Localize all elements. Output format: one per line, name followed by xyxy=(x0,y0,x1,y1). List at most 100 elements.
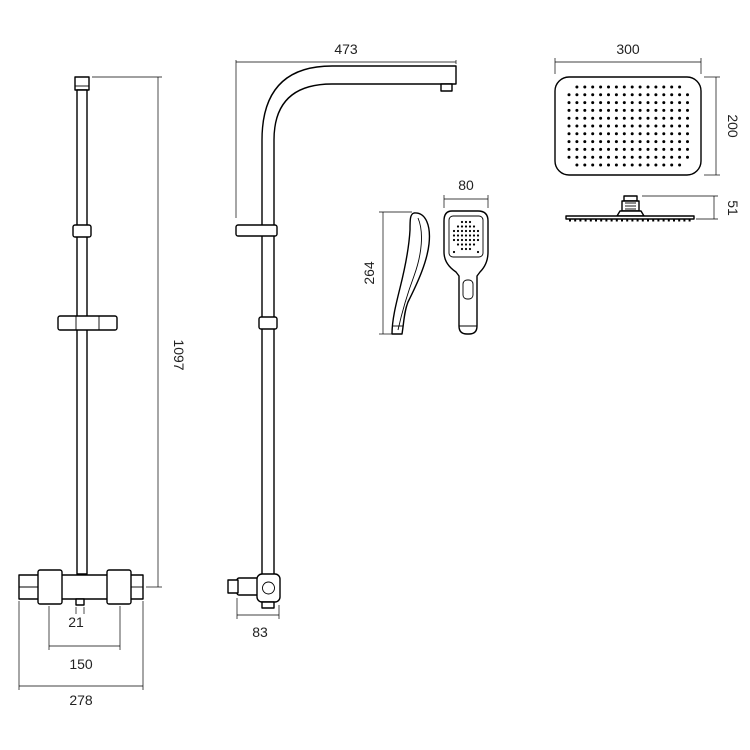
side-nozzle xyxy=(615,219,618,222)
head-width-label: 300 xyxy=(616,41,640,57)
rain-nozzle xyxy=(614,124,618,128)
rain-nozzle xyxy=(599,85,603,89)
handset-nozzle xyxy=(468,234,472,237)
rain-nozzle xyxy=(686,140,689,144)
rain-nozzle xyxy=(575,85,579,89)
rain-nozzle xyxy=(607,155,610,159)
side-nozzle xyxy=(569,219,571,222)
rain-nozzle xyxy=(686,116,689,120)
rain-nozzle xyxy=(630,85,634,89)
handset-nozzle xyxy=(456,238,460,242)
rain-nozzle xyxy=(662,132,666,136)
rain-nozzle xyxy=(678,101,682,105)
rain-nozzle xyxy=(575,132,579,136)
valve-outlet xyxy=(75,598,85,606)
handset-nozzle xyxy=(452,238,456,242)
rain-nozzle xyxy=(622,93,626,97)
rain-nozzle xyxy=(575,124,579,128)
rain-nozzle xyxy=(678,93,682,97)
rain-nozzle xyxy=(599,101,603,105)
handset-nozzle xyxy=(460,225,464,228)
rain-nozzle xyxy=(622,101,626,105)
head-side-nozzle-row xyxy=(569,219,691,222)
rain-nozzle xyxy=(607,140,610,144)
rain-nozzle xyxy=(686,108,689,112)
rain-nozzle xyxy=(670,132,674,136)
rain-nozzle xyxy=(670,108,674,112)
rain-nozzle xyxy=(630,116,634,120)
side-nozzle xyxy=(678,219,681,222)
rain-nozzle xyxy=(622,155,626,159)
rain-nozzle xyxy=(638,147,642,151)
rail-height-label: 1097 xyxy=(171,339,187,370)
handset-nozzle xyxy=(464,234,468,237)
rain-nozzle xyxy=(607,116,610,120)
head-depth-label: 200 xyxy=(725,114,741,138)
rain-nozzle xyxy=(607,93,610,97)
rain-nozzle xyxy=(670,163,674,167)
rain-nozzle xyxy=(670,147,674,151)
rain-nozzle xyxy=(678,116,682,120)
handset-nozzle xyxy=(476,234,480,237)
rain-nozzle xyxy=(686,101,689,105)
handset-nozzle xyxy=(456,225,460,228)
rain-nozzle xyxy=(614,163,618,167)
handset-nozzle xyxy=(472,243,476,246)
rain-nozzle xyxy=(583,155,587,159)
rain-nozzle xyxy=(654,101,658,105)
rain-nozzle xyxy=(662,155,666,159)
rain-nozzle xyxy=(630,124,634,128)
rain-nozzle xyxy=(686,155,689,159)
rain-nozzle xyxy=(614,155,618,159)
rain-nozzle xyxy=(646,147,650,151)
rain-nozzle xyxy=(638,155,642,159)
rain-nozzle xyxy=(567,132,571,136)
rain-nozzle xyxy=(646,132,650,136)
rain-nozzle xyxy=(591,155,595,159)
rain-nozzle xyxy=(662,140,666,144)
handset-nozzle xyxy=(464,238,468,242)
rain-nozzle xyxy=(599,140,603,144)
side-nozzle xyxy=(631,219,634,222)
side-nozzle xyxy=(667,219,670,222)
rain-nozzle xyxy=(567,101,571,105)
rain-nozzle xyxy=(583,108,587,112)
handset-nozzle xyxy=(468,225,472,228)
rain-nozzle xyxy=(575,163,579,167)
rain-nozzle xyxy=(670,101,674,105)
arm-outlet xyxy=(440,83,453,92)
rain-nozzle xyxy=(646,85,650,89)
rain-nozzle xyxy=(630,140,634,144)
rain-nozzle xyxy=(686,132,689,136)
dimension-valve-width: 278 xyxy=(18,601,144,708)
handset-nozzle xyxy=(460,247,464,251)
rain-nozzle xyxy=(591,93,595,97)
side-nozzle xyxy=(662,219,665,222)
rain-nozzle xyxy=(630,163,634,167)
front-view xyxy=(18,76,144,606)
rain-nozzle xyxy=(583,163,587,167)
rain-nozzle xyxy=(614,140,618,144)
rain-nozzle xyxy=(583,124,587,128)
side-nozzle xyxy=(621,219,623,222)
handset-spray-face xyxy=(448,215,484,258)
handset-nozzle xyxy=(464,229,468,233)
rain-nozzle xyxy=(575,155,579,159)
rain-nozzle xyxy=(567,108,571,112)
rain-nozzle xyxy=(607,132,610,136)
rain-nozzle xyxy=(654,93,658,97)
rain-nozzle xyxy=(567,140,571,144)
side-nozzle xyxy=(657,219,660,222)
handset-nozzle xyxy=(452,229,456,233)
dimension-arm-reach: 473 xyxy=(235,41,457,218)
rain-nozzle xyxy=(654,132,658,136)
rain-nozzle xyxy=(607,85,610,89)
rain-nozzle xyxy=(599,132,603,136)
rain-nozzle xyxy=(591,116,595,120)
valve-handle-left xyxy=(37,569,63,605)
handset-nozzle xyxy=(452,234,456,237)
handset-nozzle xyxy=(468,220,472,224)
rain-nozzle xyxy=(646,140,650,144)
side-nozzle xyxy=(626,219,629,222)
